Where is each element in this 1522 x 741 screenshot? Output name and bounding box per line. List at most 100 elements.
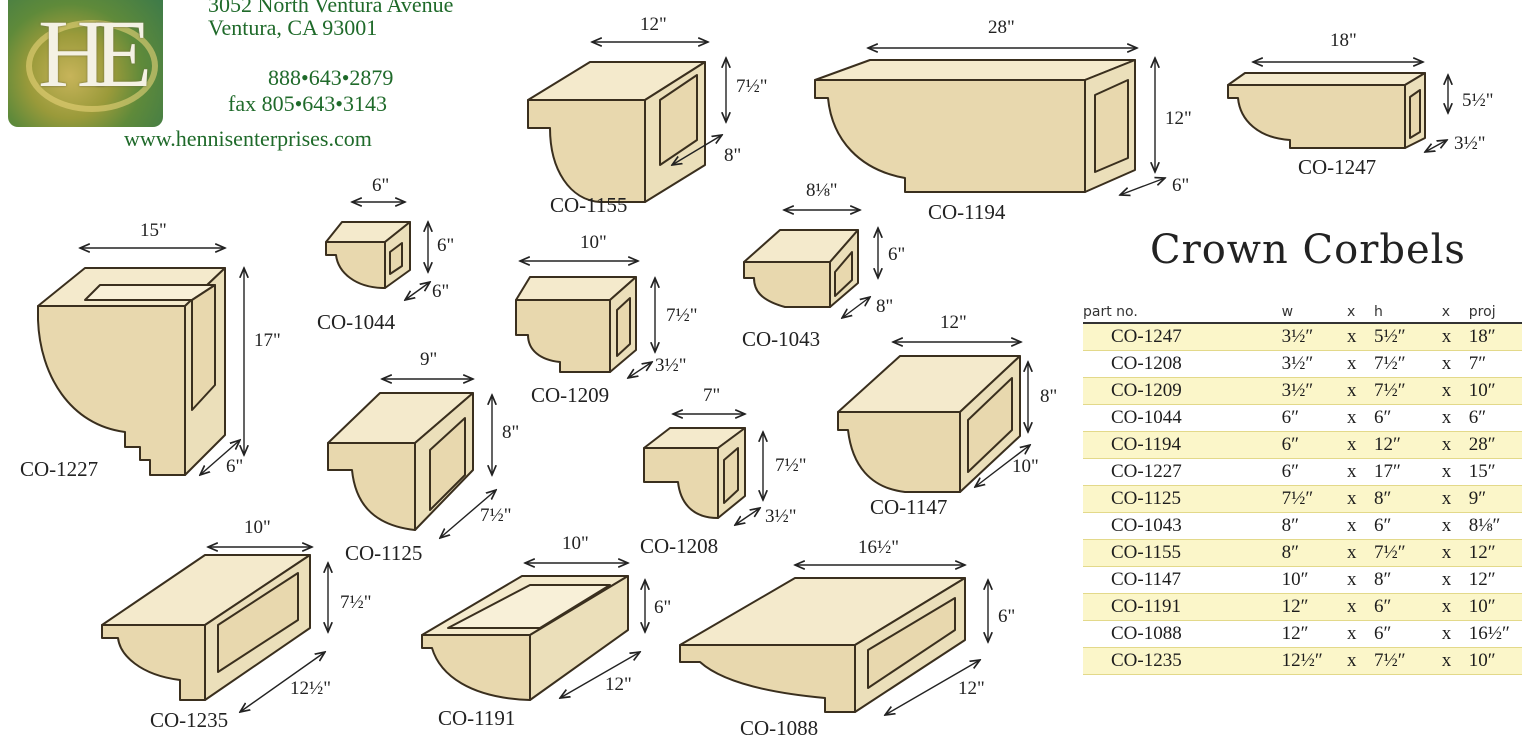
- cell-width: 3½″: [1281, 377, 1347, 405]
- dim-height: 6": [998, 606, 1016, 627]
- cell-x: x: [1346, 647, 1375, 675]
- dim-width: 28": [988, 17, 1015, 38]
- cell-height: 6″: [1374, 593, 1442, 621]
- cell-part-no: CO-1044: [1083, 404, 1282, 432]
- cell-width: 3½″: [1281, 323, 1347, 351]
- corbel-label: CO-1044: [317, 310, 396, 334]
- cell-height: 8″: [1374, 485, 1442, 513]
- cell-x: x: [1346, 512, 1375, 540]
- corbel-label: CO-1209: [531, 383, 610, 407]
- dim-depth: 12": [958, 678, 985, 699]
- dim-depth: 12": [605, 674, 632, 695]
- cell-x: x: [1441, 566, 1469, 594]
- cell-projection: 10″: [1468, 593, 1522, 621]
- cell-projection: 6″: [1468, 404, 1522, 432]
- cell-x: x: [1346, 431, 1375, 459]
- corbel-label: CO-1247: [1298, 155, 1377, 179]
- corbel-co1194: [814, 59, 1136, 193]
- cell-x: x: [1346, 404, 1375, 432]
- company-logo: HE: [8, 0, 163, 127]
- dim-height: 7½": [775, 455, 807, 476]
- cell-x: x: [1441, 620, 1469, 648]
- cell-height: 6″: [1374, 404, 1442, 432]
- dim-depth: 3½": [655, 355, 687, 376]
- corbel-label: CO-1194: [928, 200, 1006, 224]
- corbel-label: CO-1191: [438, 706, 516, 730]
- corbel-co1125: [327, 392, 474, 531]
- cell-x: x: [1346, 566, 1375, 594]
- cell-part-no: CO-1247: [1083, 323, 1282, 351]
- cell-x: x: [1441, 512, 1469, 540]
- cell-part-no: CO-1147: [1083, 566, 1282, 594]
- cell-projection: 15″: [1468, 458, 1522, 486]
- cell-part-no: CO-1043: [1083, 512, 1282, 540]
- corbel-label: CO-1147: [870, 495, 948, 519]
- cell-width: 7½″: [1281, 485, 1347, 513]
- cell-part-no: CO-1191: [1083, 593, 1282, 621]
- corbel-co1191: [421, 575, 629, 701]
- dim-width: 16½": [858, 537, 900, 558]
- dim-height: 7½": [666, 305, 698, 326]
- corbel-co1208: [643, 427, 746, 519]
- corbel-label: CO-1155: [550, 193, 628, 217]
- cell-x: x: [1441, 458, 1469, 486]
- phone-number: 888•643•2879: [268, 65, 394, 90]
- cell-x: x: [1346, 458, 1375, 486]
- cell-width: 12½″: [1281, 647, 1347, 675]
- corbel-label: CO-1088: [740, 716, 819, 740]
- dim-width: 10": [580, 232, 607, 253]
- cell-height: 5½″: [1374, 323, 1442, 351]
- cell-x: x: [1346, 539, 1375, 567]
- dim-depth: 3½": [765, 506, 797, 527]
- table-header-row: part no. w x h x proj: [1083, 304, 1522, 324]
- cell-projection: 10″: [1468, 377, 1522, 405]
- dim-height: 6": [654, 597, 672, 618]
- cell-height: 12″: [1374, 431, 1442, 459]
- header-width: w: [1281, 304, 1347, 324]
- cell-height: 17″: [1374, 458, 1442, 486]
- cell-width: 12″: [1281, 620, 1347, 648]
- cell-height: 7½″: [1374, 539, 1442, 567]
- header-part-no: part no.: [1083, 304, 1282, 324]
- cell-x: x: [1441, 350, 1469, 378]
- cell-height: 7½″: [1374, 647, 1442, 675]
- corbel-label: CO-1208: [640, 534, 719, 558]
- corbel-co1227: [37, 267, 226, 476]
- dim-depth: 3½": [1454, 133, 1486, 154]
- corbel-co1209: [515, 276, 637, 373]
- cell-height: 6″: [1374, 512, 1442, 540]
- corbel-label: CO-1227: [20, 457, 99, 481]
- cell-x: x: [1441, 323, 1469, 351]
- dim-depth: 6": [432, 281, 450, 302]
- cell-width: 12″: [1281, 593, 1347, 621]
- cell-width: 6″: [1281, 431, 1347, 459]
- header-x: x: [1441, 304, 1469, 324]
- cell-part-no: CO-1227: [1083, 458, 1282, 486]
- website-link[interactable]: www.hennisenterprises.com: [124, 126, 372, 151]
- dim-width: 10": [244, 517, 271, 538]
- address-line-2: Ventura, CA 93001: [208, 15, 378, 40]
- cell-x: x: [1441, 431, 1469, 459]
- dim-depth: 7½": [480, 505, 512, 526]
- dim-height: 12": [1165, 108, 1192, 129]
- cell-width: 6″: [1281, 404, 1347, 432]
- cell-height: 7½″: [1374, 350, 1442, 378]
- corbel-co1247: [1227, 72, 1426, 149]
- dim-width: 10": [562, 533, 589, 554]
- cell-x: x: [1441, 377, 1469, 405]
- dim-height: 6": [888, 244, 906, 265]
- corbel-label: CO-1043: [742, 327, 821, 351]
- dim-width: 12": [640, 14, 667, 35]
- cell-height: 7½″: [1374, 377, 1442, 405]
- cell-part-no: CO-1194: [1083, 431, 1282, 459]
- corbel-co1088: [679, 577, 966, 713]
- cell-projection: 8⅛″: [1468, 512, 1522, 540]
- dim-height: 7½": [736, 76, 768, 97]
- cell-projection: 12″: [1468, 566, 1522, 594]
- cell-projection: 10″: [1468, 647, 1522, 675]
